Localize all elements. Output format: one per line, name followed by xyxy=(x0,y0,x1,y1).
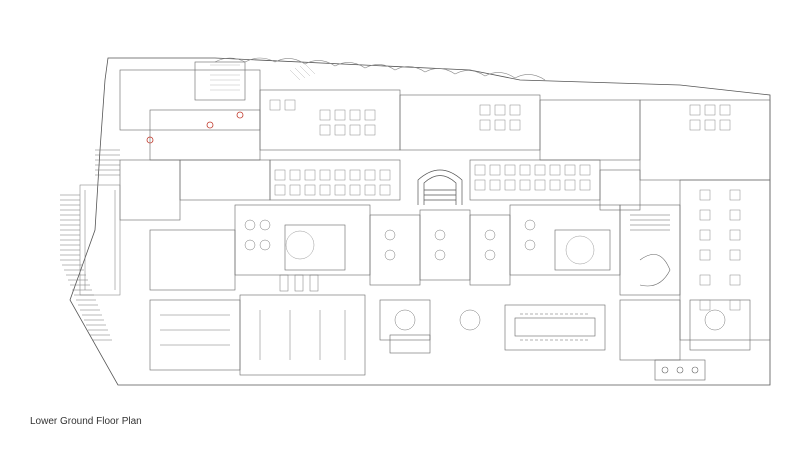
plan-caption: Lower Ground Floor Plan xyxy=(30,416,142,427)
building-outline xyxy=(69,57,771,386)
desk-clusters xyxy=(269,99,741,311)
access-markers xyxy=(146,111,244,144)
top-planting-edge xyxy=(214,57,546,81)
board-table xyxy=(514,313,596,341)
lower-left-equipment xyxy=(79,184,346,360)
hatch-details xyxy=(210,63,316,91)
central-staircase xyxy=(417,169,463,205)
left-bike-racks xyxy=(60,149,120,341)
right-side-stairs xyxy=(630,214,706,381)
interior-rooms xyxy=(119,61,771,376)
meeting-tables xyxy=(244,219,726,331)
